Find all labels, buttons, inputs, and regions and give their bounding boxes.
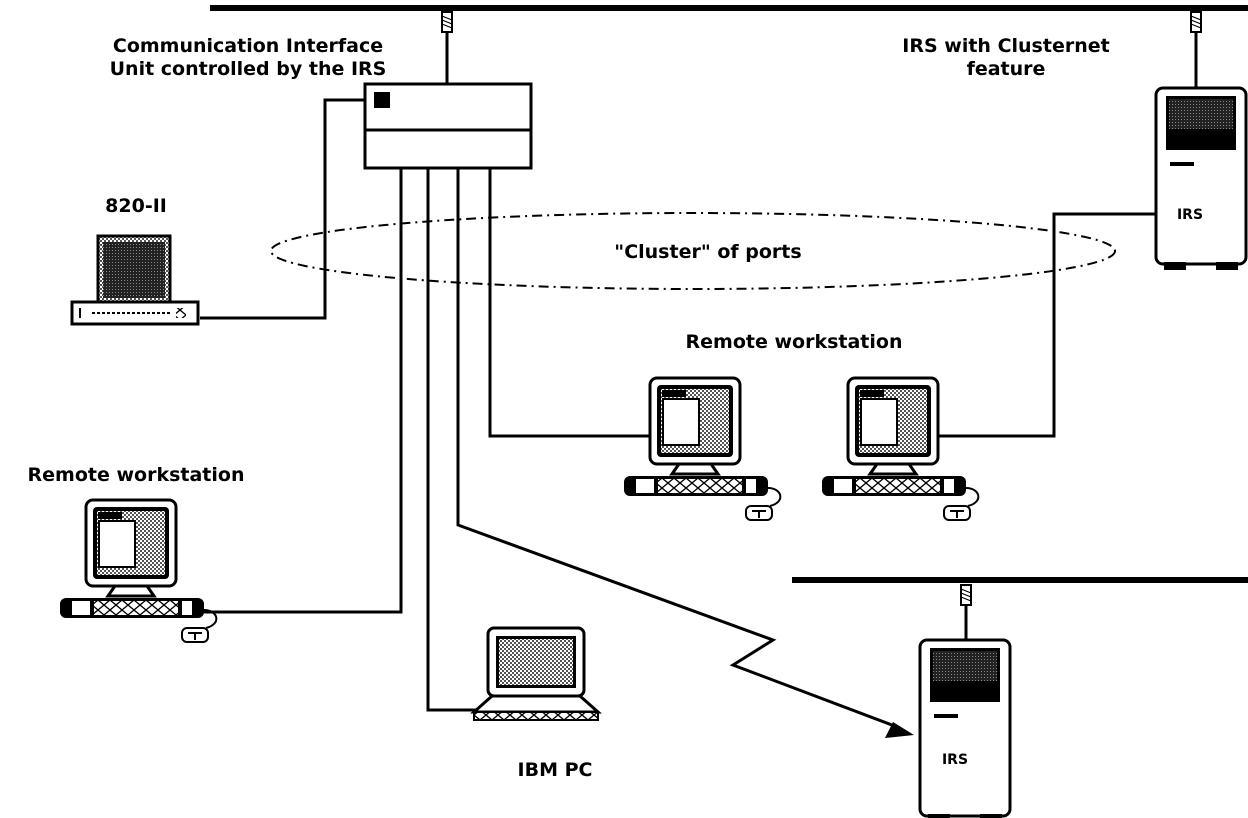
irs-box-label: IRS [1177, 207, 1203, 223]
irs-clusternet-label-line2: feature [967, 58, 1046, 80]
arrow-head [885, 722, 914, 738]
ciu-label-line2: Unit controlled by the IRS [110, 58, 387, 80]
serial-connector-icon [441, 11, 453, 86]
ciu-label-line1: Communication Interface [113, 35, 383, 57]
network-backbone [210, 5, 1248, 583]
serial-connector-icon [1190, 11, 1202, 90]
serial-connector-icon [960, 584, 972, 640]
820-ii-label: 820-II [105, 195, 167, 217]
irs-clusternet-label-line1: IRS with Clusternet [902, 35, 1109, 57]
irs-box-label: IRS [942, 752, 968, 768]
cluster-boundary [270, 212, 1116, 290]
ibm-pc-icon [470, 626, 602, 721]
remote-workstation-label: Remote workstation [686, 331, 903, 353]
remote-workstation-label: Remote workstation [28, 464, 245, 486]
820-ii-terminal-icon [70, 234, 200, 326]
irs-server-icon [918, 638, 1012, 818]
cables [200, 98, 1156, 730]
irs-server-icon [1154, 86, 1248, 272]
workstation-icon [622, 376, 782, 522]
communication-interface-unit [363, 82, 533, 170]
ibm-pc-label: IBM PC [518, 759, 593, 781]
workstation-icon [58, 498, 218, 644]
cluster-label: "Cluster" of ports [614, 241, 801, 263]
workstation-icon [820, 376, 980, 522]
